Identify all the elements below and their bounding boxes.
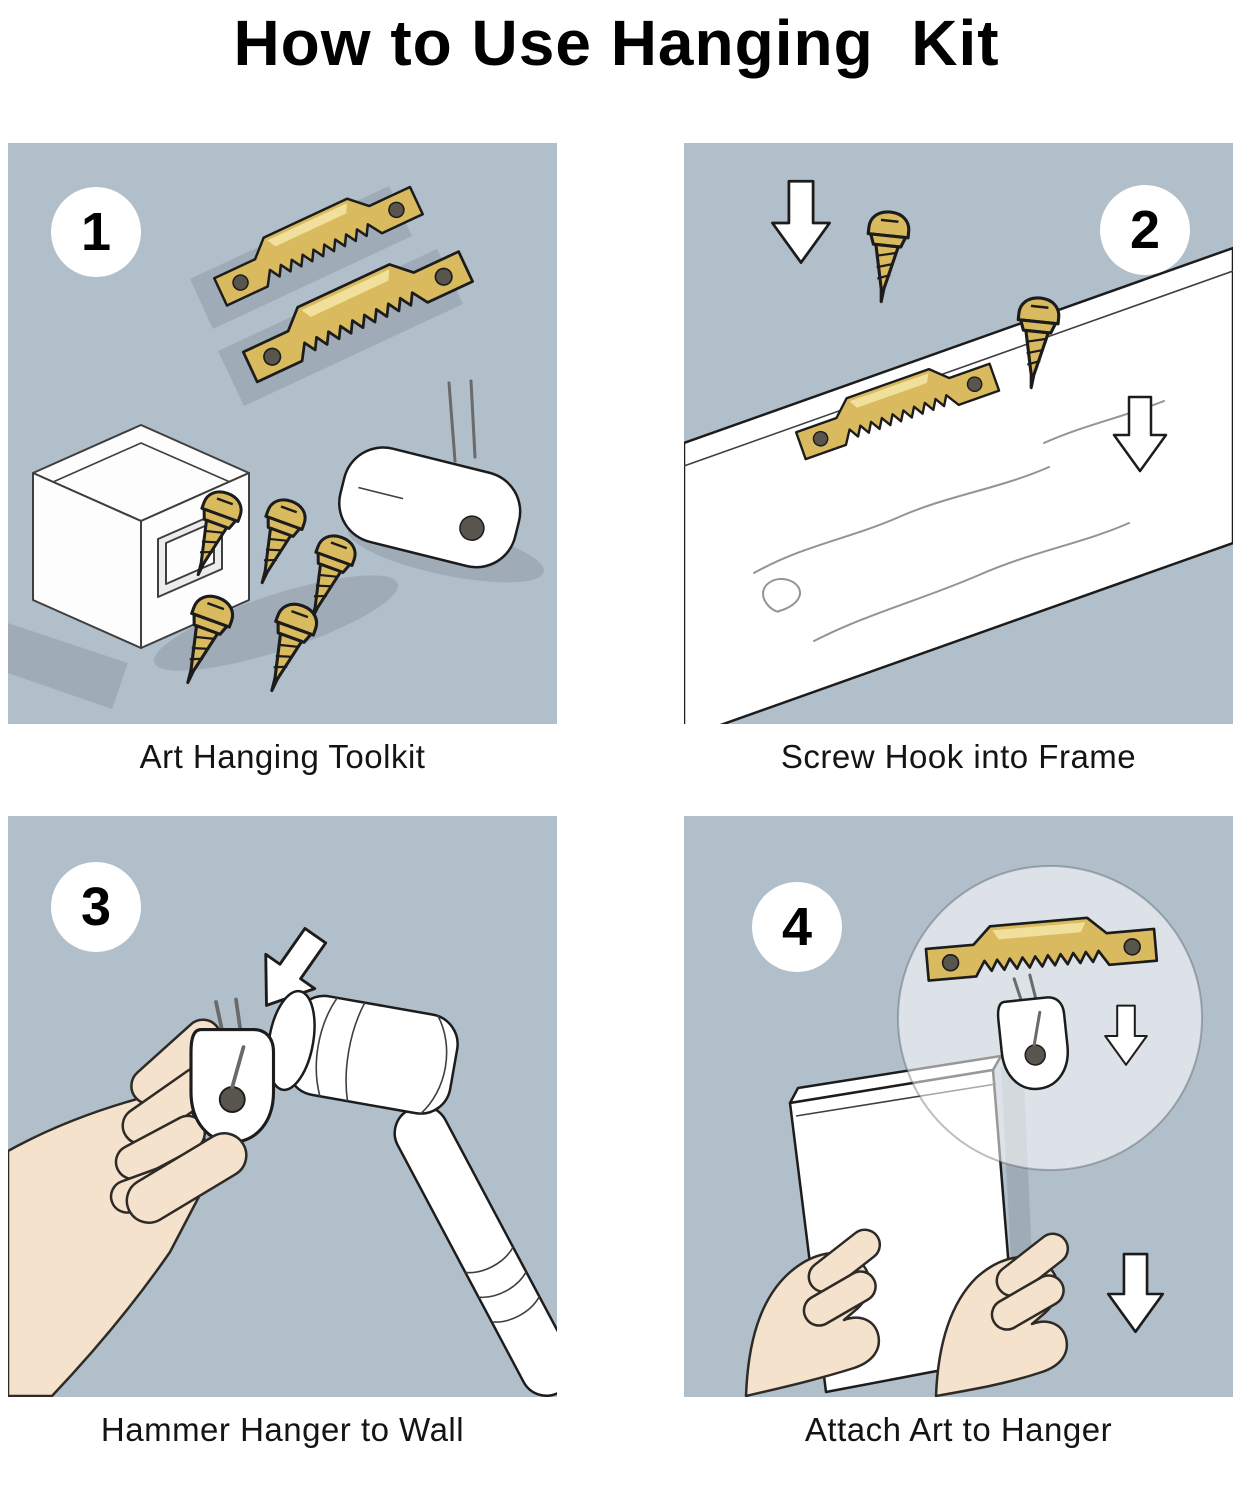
step-2: 2 Screw Hook into Frame [684,143,1233,816]
down-arrow-icon [771,179,831,264]
hang-illustration [744,865,1203,1397]
screw-icon [859,208,913,306]
toolkit-illustration [8,171,544,709]
step-number-badge: 3 [51,862,141,952]
steps-grid: 1 Art Hanging Toolkit [8,143,1233,1489]
frame-board-icon [684,246,1233,724]
panel-screw-hook: 2 [684,143,1233,724]
step-4: 4 Attach Art to Hanger [684,816,1233,1489]
box-shadow [8,623,128,709]
panel-hammer: 3 [8,816,557,1397]
thumb-icon [125,1132,248,1224]
step-number-badge: 4 [752,882,842,972]
step-1: 1 Art Hanging Toolkit [8,143,557,816]
step-number-badge: 2 [1100,185,1190,275]
panel-caption: Attach Art to Hanger [804,1411,1113,1448]
frame-illustration [684,179,1233,724]
hanging-kit-guide: How to Use Hanging Kit [0,0,1233,1448]
panel-attach: 4 [684,816,1233,1397]
hammer-icon [266,989,557,1397]
panel-caption: Hammer Hanger to Wall [100,1411,465,1448]
step-number-badge: 1 [51,187,141,277]
right-hand-icon [934,1232,1070,1397]
panel-toolkit: 1 [8,143,557,724]
down-arrow-icon [1106,1252,1165,1334]
left-hand-icon [744,1228,882,1397]
panel-caption: Screw Hook into Frame [780,738,1137,775]
panel-caption: Art Hanging Toolkit [139,738,426,775]
page-title: How to Use Hanging Kit [233,7,1000,79]
wall-hook-icon [338,379,522,569]
screw-icon [242,493,312,591]
step-3: 3 Hammer Hanger to Wall [8,816,557,1489]
hammer-illustration [8,917,557,1397]
